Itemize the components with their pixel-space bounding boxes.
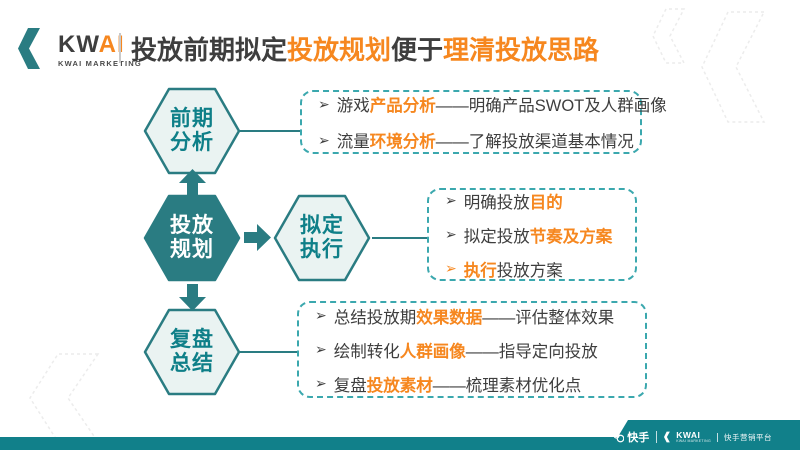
node-execute: 拟定执行 (272, 194, 372, 282)
arrow-right-icon (244, 224, 271, 251)
list-item: ➢拟定投放节奏及方案 (445, 226, 613, 246)
bullet-arrow-icon: ➢ (445, 226, 457, 242)
page-title: 投放前期拟定投放规划便于理清投放思路 (131, 35, 600, 65)
detail-box-review: ➢总结投放期效果数据——评估整体效果 ➢绘制转化人群画像——指导定向投放 ➢复盘… (297, 301, 647, 398)
decorative-chevron-large (701, 11, 766, 123)
kwai-logo-subtitle: KWAI MARKETING (58, 59, 142, 68)
footer-kwai-logo: KWAI KWAI MARKETING (664, 431, 711, 443)
kuaishou-icon (613, 431, 625, 442)
bullet-arrow-icon: ➢ (315, 307, 327, 323)
kwai-logo: KWAI KWAI MARKETING (58, 33, 142, 68)
footer-divider (656, 431, 658, 443)
connector-analysis (240, 130, 300, 132)
list-item: ➢流量环境分析——了解投放渠道基本情况 (318, 131, 634, 152)
list-item: ➢绘制转化人群画像——指导定向投放 (315, 341, 598, 361)
header-divider (119, 33, 121, 63)
node-pre-analysis: 前期分析 (142, 87, 242, 175)
detail-box-execute: ➢明确投放目的 ➢拟定投放节奏及方案 ➢执行投放方案 (427, 188, 637, 281)
decorative-chevron-bottom (29, 353, 100, 443)
kuaishou-label: 快手 (627, 432, 650, 444)
footer-kwai-label: KWAI (676, 430, 701, 440)
list-item: ➢明确投放目的 (445, 192, 563, 212)
bullet-arrow-icon: ➢ (318, 131, 330, 148)
bullet-arrow-icon: ➢ (445, 260, 457, 276)
decorative-chevron-small (652, 8, 686, 64)
footer-logos: 快手 KWAI KWAI MARKETING 快手营销平台 (613, 429, 772, 445)
arrow-down-icon (179, 284, 206, 311)
bullet-arrow-icon: ➢ (445, 192, 457, 208)
list-item: ➢游戏产品分析——明确产品SWOT及人群画像 (318, 95, 667, 116)
footer-divider (717, 432, 718, 442)
bullet-arrow-icon: ➢ (315, 341, 327, 357)
list-item: ➢总结投放期效果数据——评估整体效果 (315, 307, 615, 327)
list-item: ➢执行投放方案 (445, 260, 563, 280)
bullet-arrow-icon: ➢ (315, 375, 327, 391)
connector-review (240, 351, 297, 353)
kwai-logo-text-dark: KW (58, 31, 99, 58)
detail-box-analysis: ➢游戏产品分析——明确产品SWOT及人群画像 ➢流量环境分析——了解投放渠道基本… (300, 90, 667, 154)
node-review: 复盘总结 (142, 308, 242, 396)
footer-platform-label: 快手营销平台 (724, 432, 772, 442)
node-plan: 投放规划 (142, 194, 242, 282)
footer-bar (0, 437, 800, 450)
kuaishou-logo: 快手 (613, 429, 649, 445)
kwai-logo-icon (18, 28, 40, 69)
bullet-arrow-icon: ➢ (318, 95, 330, 112)
footer-kwai-chevron-icon (664, 431, 671, 443)
arrow-up-icon (179, 169, 206, 196)
connector-execute (372, 237, 427, 239)
footer-kwai-sublabel: KWAI MARKETING (676, 438, 711, 443)
list-item: ➢复盘投放素材——梳理素材优化点 (315, 375, 582, 395)
